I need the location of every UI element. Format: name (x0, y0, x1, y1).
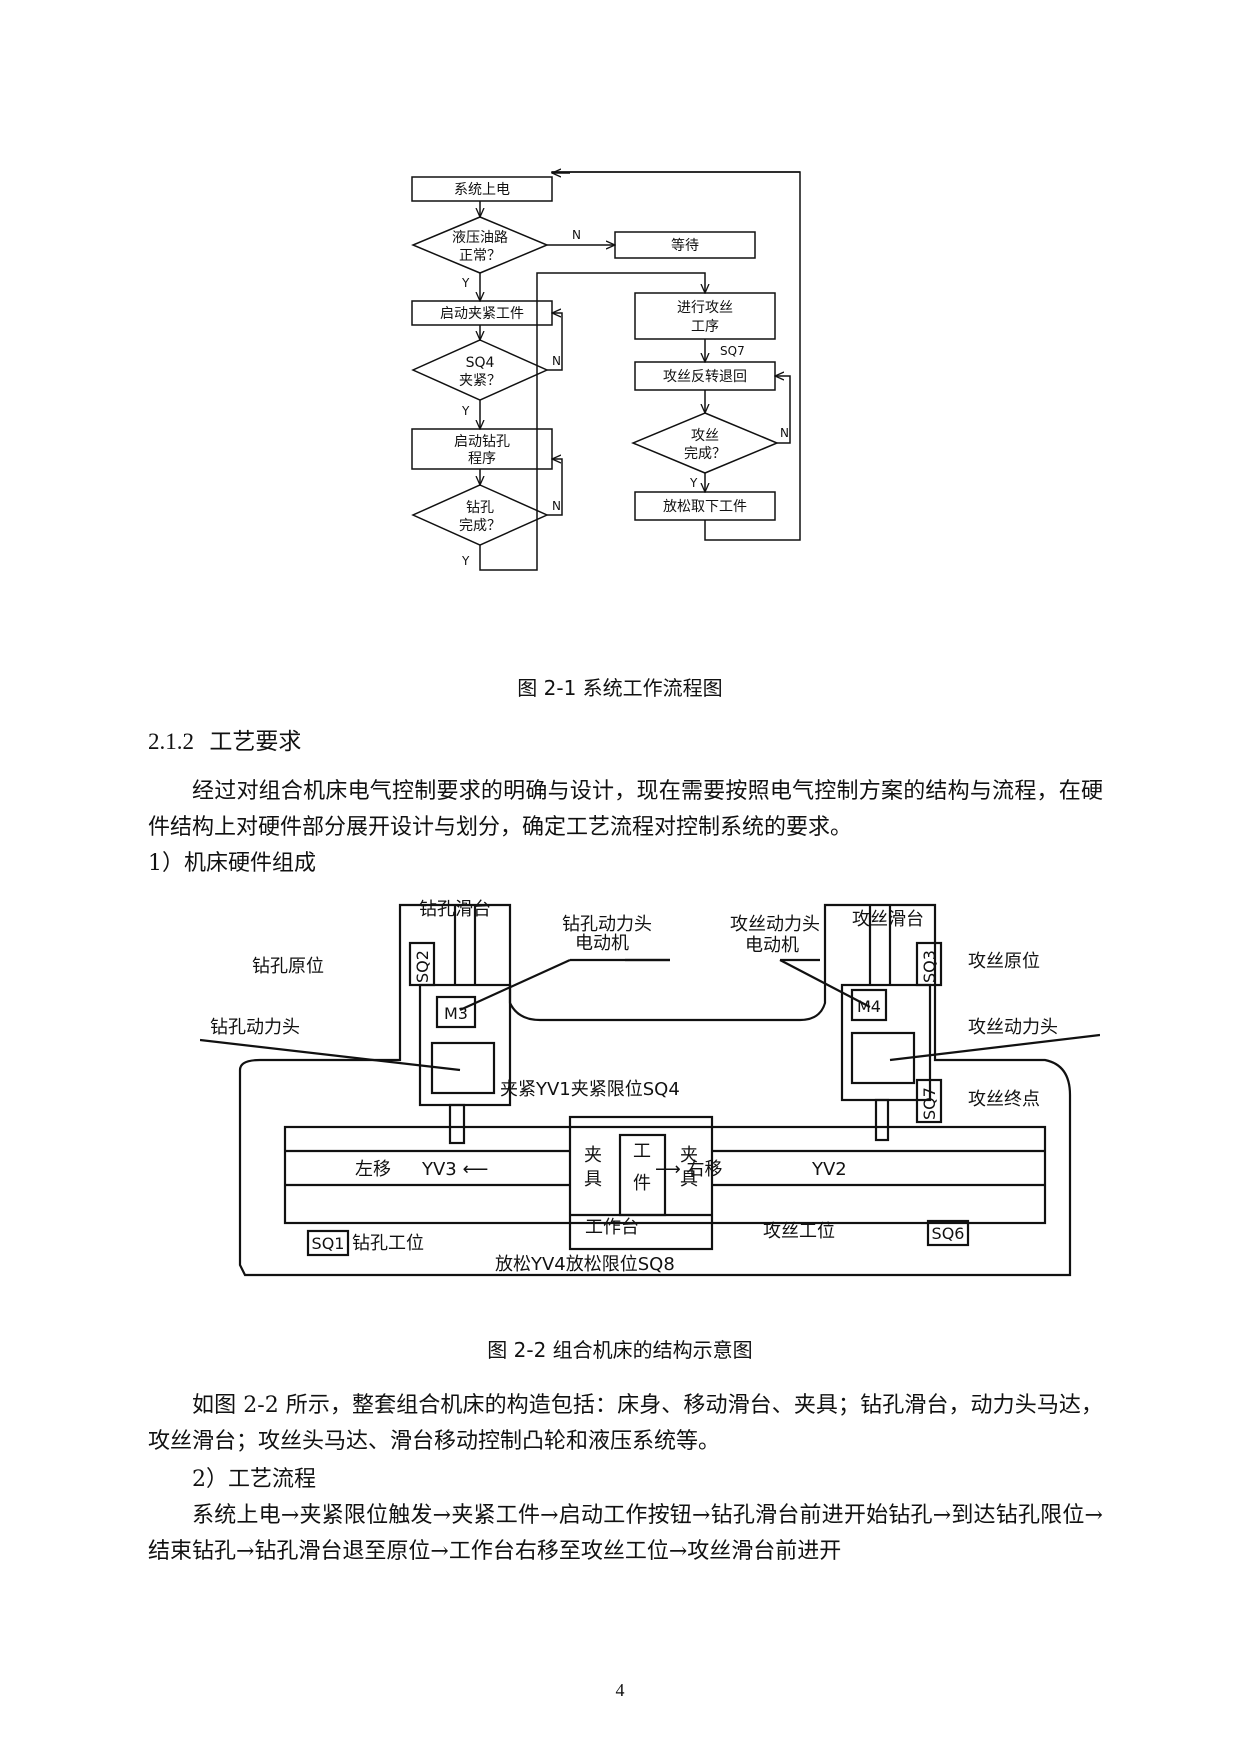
tap-motor-label-2: 电动机 (745, 935, 799, 956)
release-label: 放松YV4放松限位SQ8 (495, 1254, 675, 1275)
drill-power-head-assembly (418, 983, 512, 1107)
flowchart-figure: 系统上电 液压油路 正常？ 等待 启动夹紧工件 SQ4 夹紧？ 启动钻孔 程序 … (411, 165, 801, 571)
sq7-machine-label: SQ7 (920, 1087, 939, 1120)
right-move-label: ⟶ 右移 (655, 1159, 723, 1180)
tap-slide-label: 攻丝滑台 (852, 909, 924, 930)
yv3-label: YV3 ⟵ (421, 1159, 488, 1180)
drill-done-label-2: 完成？ (459, 518, 501, 534)
section-heading: 2.1.2 工艺要求 (148, 722, 301, 756)
yv2-label: YV2 (811, 1159, 847, 1180)
start-drill-label-1: 启动钻孔 (454, 434, 510, 450)
sq2-label: SQ2 (413, 950, 432, 983)
wait-label: 等待 (671, 237, 699, 254)
tap-head-label: 攻丝动力头 (968, 1017, 1058, 1038)
hydraulic-ok-label-1: 液压油路 (452, 230, 508, 246)
yes-label-tap: Y (689, 476, 698, 490)
workpiece-label-1: 工 (633, 1141, 651, 1162)
start-clamp-label: 启动夹紧工件 (440, 306, 524, 322)
tap-station-label: 攻丝工位 (763, 1221, 835, 1242)
hydraulic-ok-label-2: 正常？ (459, 248, 501, 264)
no-label-tap: N (780, 426, 789, 440)
workpiece (618, 1133, 667, 1217)
release-label: 放松取下工件 (663, 499, 747, 515)
power-on-label: 系统上电 (454, 182, 510, 198)
sq6-label: SQ6 (932, 1224, 965, 1243)
drill-head-body (430, 1041, 496, 1095)
no-label-hydraulic: N (572, 228, 581, 242)
drill-motor-label-2: 电动机 (575, 933, 629, 954)
list-item-hardware: 1）机床硬件组成 (148, 851, 316, 876)
fixture-left-label-2: 具 (584, 1169, 602, 1190)
m4-label: M4 (857, 997, 881, 1016)
worktable-label: 工作台 (585, 1217, 639, 1238)
switch-sq6 (926, 1219, 970, 1247)
figure-2-caption: 图 2-2 组合机床的结构示意图 (487, 1338, 753, 1362)
moving-slide (283, 1125, 1047, 1225)
tap-done-label-2: 完成？ (684, 446, 726, 462)
section-title: 工艺要求 (209, 729, 302, 755)
switch-sq1 (306, 1229, 350, 1257)
fixture-left-label-1: 夹 (584, 1145, 602, 1166)
motor-m3 (435, 995, 477, 1029)
sq3-label: SQ3 (920, 950, 939, 983)
drill-head-label: 钻孔动力头 (210, 1017, 300, 1038)
tap-bit (874, 1098, 890, 1142)
yes-label-drill: Y (461, 554, 470, 568)
start-drill-label-2: 程序 (468, 451, 496, 467)
sq4-label-2: 夹紧？ (459, 373, 501, 389)
workpiece-label-2: 件 (633, 1173, 651, 1194)
yes-label-sq4: Y (461, 404, 470, 418)
tap-reverse-label: 攻丝反转退回 (663, 369, 747, 385)
figure-1-caption: 图 2-1 系统工作流程图 (517, 676, 723, 700)
drill-station-label: 钻孔工位 (352, 1233, 424, 1254)
sq7-label: SQ7 (720, 344, 745, 358)
yes-label-hydraulic: Y (461, 276, 470, 290)
m3-label: M3 (444, 1004, 468, 1023)
machine-structure-figure: 钻孔滑台 钻孔动力头 电动机 攻丝动力头 电动机 攻丝滑台 钻孔原位 攻丝原位 … (200, 899, 1100, 1277)
drill-motor-label-1: 钻孔动力头 (562, 914, 652, 935)
motor-m4 (850, 988, 888, 1022)
left-move-label: 左移 (355, 1159, 391, 1180)
switch-sq3 (915, 941, 943, 987)
tap-end-label: 攻丝终点 (968, 1089, 1040, 1110)
worktable (568, 1115, 714, 1251)
power-on-box (411, 176, 553, 202)
sq1-label: SQ1 (312, 1234, 345, 1253)
switch-sq2 (408, 941, 436, 987)
fixture-right-label-2: 具 (680, 1169, 698, 1190)
paragraph-3: 系统上电→夹紧限位触发→夹紧工件→启动工作按钮→钻孔滑台前进开始钻孔→到达钻孔限… (148, 1503, 1103, 1564)
tap-home-label: 攻丝原位 (968, 951, 1040, 972)
tap-process-label-1: 进行攻丝 (677, 300, 733, 316)
switch-sq7 (915, 1078, 943, 1124)
machine-bed-outline (238, 903, 1072, 1277)
list-item-process: 2）工艺流程 (192, 1467, 316, 1492)
drill-slide-label: 钻孔滑台 (419, 899, 491, 920)
drill-done-label-1: 钻孔 (466, 500, 494, 516)
tap-done-label-1: 攻丝 (691, 428, 719, 444)
tap-motor-label-1: 攻丝动力头 (730, 914, 820, 935)
drill-bit (448, 1103, 466, 1145)
paragraph-2: 如图 2-2 所示，整套组合机床的构造包括：床身、移动滑台、夹具；钻孔滑台，动力… (148, 1393, 1103, 1454)
no-label-sq4: N (552, 354, 561, 368)
page-number: 4 (615, 1680, 625, 1700)
section-number: 2.1.2 (148, 729, 194, 754)
tap-process-label-2: 工序 (691, 319, 719, 335)
fixture-right-label-1: 夹 (680, 1145, 698, 1166)
no-label-drill: N (552, 499, 561, 513)
drill-home-label: 钻孔原位 (252, 956, 324, 977)
sq4-label-1: SQ4 (466, 355, 495, 371)
paragraph-1: 经过对组合机床电气控制要求的明确与设计，现在需要按照电气控制方案的结构与流程，在… (148, 779, 1103, 840)
clamp-label: 夹紧YV1夹紧限位SQ4 (500, 1079, 680, 1100)
